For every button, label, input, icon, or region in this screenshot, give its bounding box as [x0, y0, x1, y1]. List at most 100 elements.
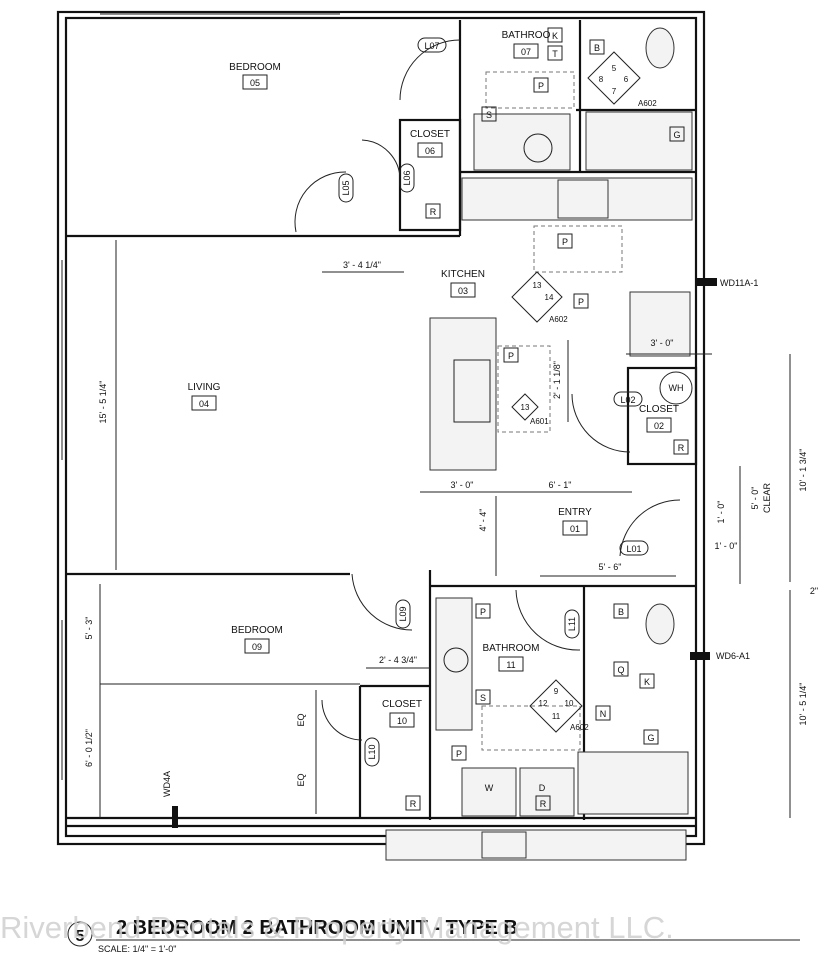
- dimension-lines: [99, 240, 791, 818]
- closet02-walls: [626, 366, 698, 466]
- dimension-text: EQ: [296, 713, 306, 726]
- svg-text:L10: L10: [367, 744, 377, 759]
- room-name: KITCHEN: [441, 269, 485, 280]
- room-name: BEDROOM: [231, 625, 283, 636]
- svg-text:L02: L02: [620, 395, 635, 405]
- clearance-zone-kitchen-2: [497, 345, 551, 433]
- room-name: CLOSET: [410, 129, 450, 140]
- vanity-bath07: [473, 113, 571, 171]
- elevation-marker-bath11: 9 10 11 12 A602: [529, 679, 589, 733]
- room-number: 05: [250, 78, 260, 88]
- dimension-text: 5' - 3": [84, 617, 94, 640]
- door-swing-l07: [399, 39, 461, 101]
- dimension-text: 3' - 4 1/4": [343, 260, 381, 270]
- room-name: ENTRY: [558, 507, 592, 518]
- svg-text:A601: A601: [530, 417, 549, 426]
- dimension-text: 1' - 0": [716, 501, 726, 524]
- room-number: 10: [397, 716, 407, 726]
- vanity-bath11: [435, 597, 473, 731]
- room-bathroom-07: BATHROO 07: [502, 30, 551, 59]
- room-number: 11: [506, 660, 515, 670]
- svg-text:B: B: [594, 43, 600, 53]
- svg-text:R: R: [430, 207, 437, 217]
- room-name: BATHROOM: [482, 643, 539, 654]
- bathtub: [577, 751, 689, 815]
- cooktop: [557, 179, 609, 219]
- door-swing-l10: [321, 699, 363, 741]
- tag-s-bath11: S: [475, 689, 491, 705]
- neighbor-counter: [385, 829, 687, 861]
- svg-text:7: 7: [612, 87, 617, 96]
- tag-d: D: [539, 783, 546, 793]
- wall-tag-marker-wd6a: [690, 652, 710, 660]
- dimension-text: 5' - 0": [750, 487, 760, 510]
- neighbor-unit-strip: [385, 829, 687, 861]
- watermark: Riverbend Rentals & Property Management …: [0, 910, 674, 945]
- dimension-text: EQ: [296, 773, 306, 786]
- doors: [294, 39, 681, 741]
- svg-text:L01: L01: [626, 544, 641, 554]
- dimension-texts: 3' - 4 1/4" 15' - 5 1/4" 3' - 0" 2' - 1 …: [84, 260, 818, 787]
- dimension-text: 4' - 4": [478, 509, 488, 532]
- svg-text:K: K: [552, 31, 558, 41]
- room-kitchen-03: KITCHEN 03: [441, 269, 485, 298]
- door-label-l06: L06: [399, 163, 415, 193]
- dimension-text: 1' - 0": [715, 541, 738, 551]
- door-swing-l06: [361, 139, 401, 181]
- tag-t-bath07: T: [547, 45, 563, 61]
- svg-text:L06: L06: [402, 170, 412, 185]
- tag-p-bath07: P: [533, 77, 549, 93]
- door-label-l05: L05: [338, 173, 354, 203]
- svg-text:14: 14: [545, 293, 554, 302]
- dimension-text: 5' - 6": [599, 562, 622, 572]
- dimension-text: CLEAR: [762, 482, 772, 513]
- svg-text:Q: Q: [617, 665, 624, 675]
- svg-text:A602: A602: [549, 315, 568, 324]
- room-closet-02: CLOSET 02: [639, 404, 679, 433]
- tag-b-bath07: B: [589, 39, 605, 55]
- drawing-number: 5: [76, 928, 85, 945]
- clearance-zone-bath11: [481, 705, 581, 751]
- wall-tag-marker-wd11a: [697, 278, 717, 286]
- tag-k-bath07: K: [547, 27, 563, 43]
- dimension-text: 3' - 0": [451, 480, 474, 490]
- water-heater: [659, 371, 693, 405]
- svg-text:R: R: [540, 799, 547, 809]
- room-name: BATHROO: [502, 30, 551, 41]
- dimension-text: 15' - 5 1/4": [98, 381, 108, 424]
- door-label-l02: L02: [613, 391, 643, 407]
- svg-text:13: 13: [521, 403, 530, 412]
- tag-g-bath11: G: [643, 729, 659, 745]
- toilet-bath07: [645, 27, 675, 69]
- sink-bath07: [523, 133, 553, 163]
- dimension-text: 10' - 1 3/4": [798, 449, 808, 492]
- room-number: 06: [425, 146, 435, 156]
- dimension-text: 6' - 0 1/2": [84, 729, 94, 767]
- svg-text:L07: L07: [424, 41, 439, 51]
- svg-text:G: G: [673, 130, 680, 140]
- svg-text:12: 12: [539, 699, 548, 708]
- tag-p-kitchen-2: P: [573, 293, 589, 309]
- tag-p-bath11-1: P: [475, 603, 491, 619]
- door-swing-l02: [571, 393, 631, 453]
- room-name: CLOSET: [382, 699, 422, 710]
- svg-text:P: P: [456, 749, 462, 759]
- fridge: [629, 291, 691, 357]
- door-label-l11: L11: [564, 609, 580, 639]
- svg-text:D: D: [539, 783, 546, 793]
- tag-wh: WH: [669, 383, 684, 393]
- wall-tag-wd4a: WD4A: [162, 771, 172, 797]
- dimension-text: 2' - 4 3/4": [379, 655, 417, 665]
- room-number: 03: [458, 286, 468, 296]
- tag-s-bath07: S: [481, 106, 497, 122]
- dimension-text: 2": [810, 586, 818, 596]
- tag-r-closet02: R: [673, 439, 689, 455]
- tag-w: W: [485, 783, 494, 793]
- tag-p-kitchen-1: P: [557, 233, 573, 249]
- room-number: 07: [521, 47, 531, 57]
- svg-text:10: 10: [565, 699, 574, 708]
- svg-text:K: K: [644, 677, 650, 687]
- svg-text:A602: A602: [638, 99, 657, 108]
- tag-n: N: [595, 705, 611, 721]
- title-block: 5 2 BEDROOM 2 BATHROOM UNIT - TYPE B SCA…: [67, 917, 800, 954]
